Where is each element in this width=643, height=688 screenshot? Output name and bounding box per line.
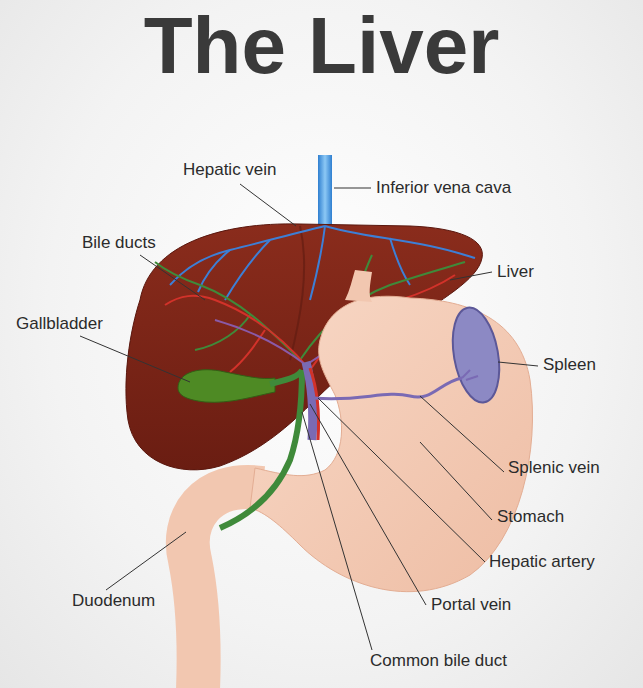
part-label: Duodenum bbox=[72, 591, 155, 611]
part-label: Bile ducts bbox=[82, 233, 156, 253]
part-label: Hepatic vein bbox=[183, 160, 277, 180]
vena-cava bbox=[318, 155, 332, 227]
part-label: Portal vein bbox=[431, 595, 511, 615]
title: The Liver bbox=[0, 2, 643, 90]
part-label: Hepatic artery bbox=[489, 552, 595, 572]
part-label: Spleen bbox=[543, 355, 596, 375]
gallbladder-shape bbox=[178, 370, 275, 403]
part-label: Liver bbox=[497, 262, 534, 282]
part-label: Gallbladder bbox=[16, 314, 103, 334]
spleen-shape bbox=[446, 304, 506, 406]
part-label: Stomach bbox=[497, 507, 564, 527]
part-label: Splenic vein bbox=[508, 458, 600, 478]
splenic-vein bbox=[314, 378, 462, 399]
leader-lines bbox=[80, 184, 538, 650]
esophagus bbox=[345, 270, 372, 302]
splenic-vein-branches bbox=[462, 370, 478, 380]
hepatic-artery bbox=[310, 368, 319, 440]
part-label: Common bile duct bbox=[370, 651, 507, 671]
duodenum-shape bbox=[188, 487, 262, 688]
common-bile-duct bbox=[220, 370, 302, 528]
liver-lobe-line bbox=[290, 226, 304, 360]
part-label: Inferior vena cava bbox=[376, 178, 511, 198]
